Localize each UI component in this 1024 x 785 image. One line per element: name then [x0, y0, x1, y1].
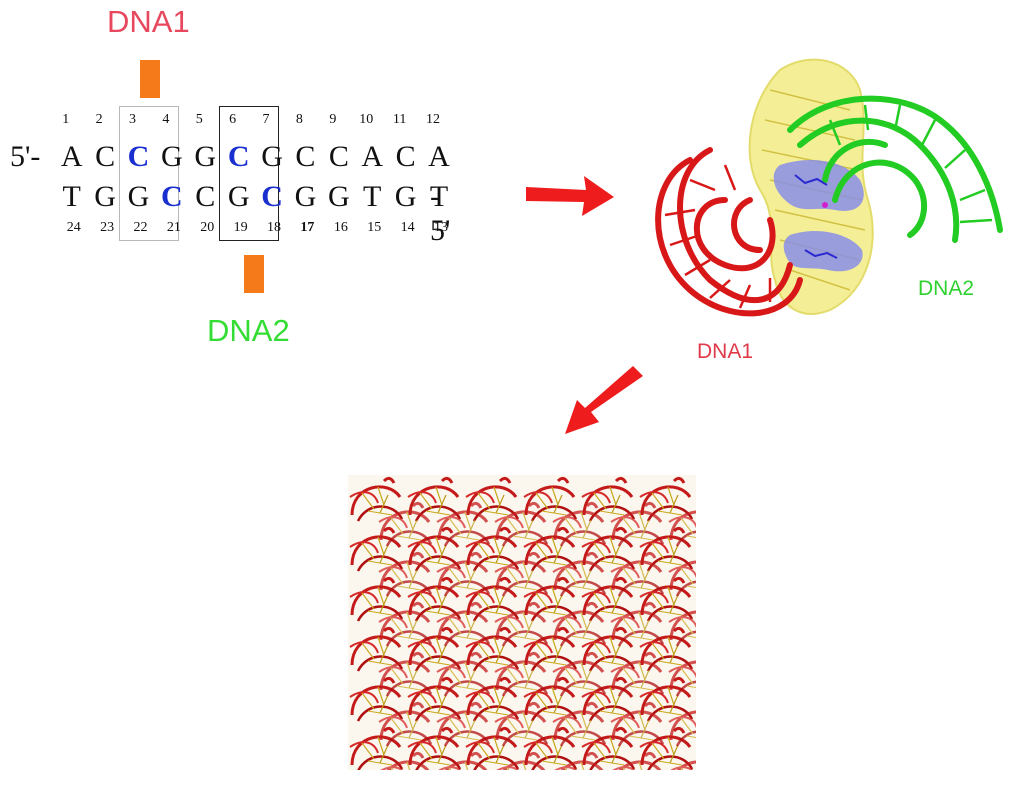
base: G: [327, 180, 350, 213]
position-number: 17: [300, 220, 315, 235]
dna2-label: DNA2: [207, 313, 290, 348]
right-arrow-icon: [526, 176, 614, 216]
position-number: 11: [392, 112, 407, 127]
base: G: [227, 180, 250, 213]
position-number: 16: [333, 220, 348, 235]
top-strand: A C C G G C G C C A C A: [55, 140, 456, 174]
position-number: 12: [425, 112, 440, 127]
position-number: 19: [233, 220, 248, 235]
base: G: [127, 180, 150, 213]
base: G: [94, 180, 116, 213]
dna2-marker: [244, 255, 264, 293]
position-number: 24: [66, 220, 81, 235]
dna2-helix: [787, 95, 1003, 243]
position-number: 18: [267, 220, 282, 235]
position-number: 23: [100, 220, 115, 235]
position-number: 4: [162, 112, 170, 127]
position-number: 2: [95, 112, 103, 127]
base: T: [62, 180, 81, 213]
position-number: 5: [195, 112, 203, 127]
dna1-helix: [655, 147, 803, 317]
crystal-lattice-image: [348, 475, 696, 770]
base: C: [328, 140, 349, 173]
base: C: [295, 140, 316, 173]
top-position-numbers: 1 2 3 4 5 6 7 8 9 10 11 12: [49, 112, 450, 128]
position-number: 13: [433, 220, 448, 235]
base-highlight: C: [127, 140, 150, 173]
base: G: [261, 140, 283, 173]
base: A: [60, 140, 83, 173]
base: C: [395, 140, 416, 173]
base: C: [195, 180, 216, 213]
blue-surface: [773, 160, 864, 211]
down-left-arrow-icon: [565, 366, 643, 434]
base-highlight: C: [161, 180, 183, 213]
top-strand-5prime: 5'-: [10, 140, 41, 173]
bottom-strand-5prime: - 5': [430, 180, 451, 247]
position-number: 8: [295, 112, 303, 127]
dna1-binding-box: [119, 106, 179, 241]
dna-complex-model: [655, 58, 1003, 317]
base: T: [429, 180, 449, 213]
dna1-marker: [140, 60, 160, 98]
position-number: 10: [359, 112, 374, 127]
base: T: [363, 180, 382, 213]
position-number: 1: [62, 112, 70, 127]
base-highlight: C: [261, 180, 283, 213]
base-highlight: C: [227, 140, 250, 173]
base: A: [361, 140, 384, 173]
molecule-dna2-label: DNA2: [918, 277, 975, 300]
base: G: [294, 180, 317, 213]
position-number: 9: [329, 112, 337, 127]
dna2-binding-box: [219, 106, 279, 241]
bottom-position-numbers: 24 23 22 21 20 19 18 17 16 15 14 13: [57, 220, 458, 236]
bottom-strand: T G G C C G C G G T G T: [55, 180, 456, 214]
position-number: 7: [262, 112, 270, 127]
position-number: 14: [400, 220, 415, 235]
position-number: 3: [128, 112, 136, 127]
position-number: 21: [166, 220, 181, 235]
base: G: [194, 140, 217, 173]
base: C: [95, 140, 116, 173]
position-number: 20: [200, 220, 215, 235]
base: G: [394, 180, 417, 213]
base: G: [161, 140, 183, 173]
molecule-dna1-label: DNA1: [697, 340, 754, 363]
position-number: 22: [133, 220, 148, 235]
position-number: 6: [229, 112, 237, 127]
dna1-label: DNA1: [107, 4, 190, 39]
base: A: [428, 140, 450, 173]
position-number: 15: [367, 220, 382, 235]
